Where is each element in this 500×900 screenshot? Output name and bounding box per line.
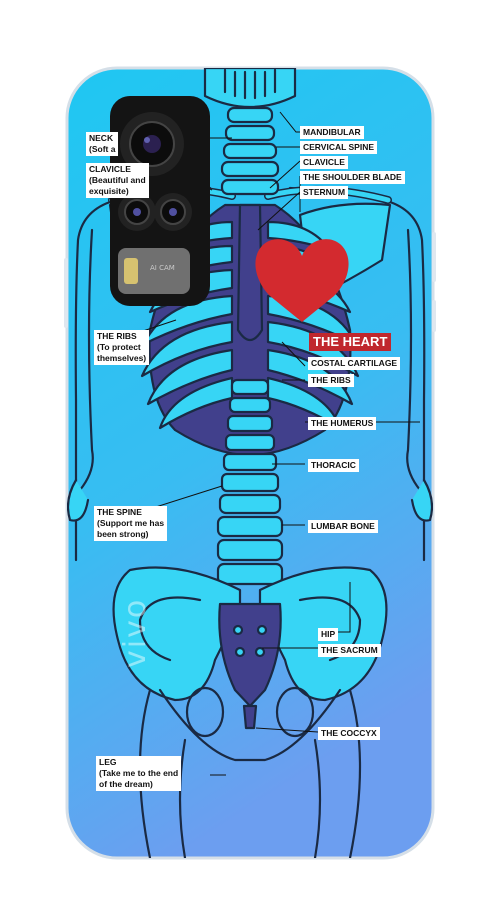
skull-base [203, 68, 297, 109]
label-neck: NECK (Soft a [86, 132, 119, 156]
left-hand [67, 478, 90, 522]
right-hand [410, 478, 433, 522]
pubic-area [158, 688, 342, 762]
label-clavicle-left-note-1: (Beautiful and [89, 175, 146, 185]
left-obturator [185, 686, 225, 738]
left-iliac [112, 566, 242, 702]
label-leg-note-2: of the dream) [99, 779, 153, 789]
label-coccyx: THE COCCYX [318, 727, 380, 740]
label-clavicle-right: CLAVICLE [300, 156, 348, 169]
label-hip: HIP [318, 628, 339, 641]
vertebral-column [216, 378, 284, 586]
label-lumbar-bone: LUMBAR BONE [308, 520, 378, 533]
left-humerus [78, 228, 94, 492]
label-neck-title: NECK [89, 133, 114, 143]
label-ribs-right: THE RIBS [308, 374, 354, 387]
label-thoracic: THORACIC [308, 459, 359, 472]
camera-module [110, 96, 210, 306]
label-shoulder-blade: THE SHOULDER BLADE [300, 171, 405, 184]
label-spine-note-2: been strong) [97, 529, 149, 539]
left-iliac-inner [138, 596, 202, 662]
mandible-icon [223, 68, 277, 100]
label-ribs-left: THE RIBS (To protect themselves) [94, 330, 150, 365]
coccyx [242, 704, 258, 730]
label-humerus: THE HUMERUS [308, 417, 377, 430]
label-ribs-left-title: THE RIBS [97, 331, 137, 341]
label-leg-note-1: (Take me to the end [99, 768, 179, 778]
label-the-heart: THE HEART [309, 333, 392, 351]
heart-icon [255, 239, 349, 322]
right-humerus [406, 228, 422, 492]
label-sacrum: THE SACRUM [318, 644, 381, 657]
label-ribs-left-note-1: (To protect [97, 342, 141, 352]
brand-logo: vivo [118, 597, 153, 668]
label-mandibular: MANDIBULAR [300, 126, 364, 139]
cervical-spine [220, 106, 280, 196]
label-leg-title: LEG [99, 757, 117, 767]
camera-text: AI CAM [150, 264, 175, 272]
label-clavicle-left-note-2: exquisite) [89, 186, 129, 196]
right-femur-inner [313, 738, 322, 858]
right-femur [348, 688, 362, 858]
label-sternum: STERNUM [300, 186, 349, 199]
label-spine-title: THE SPINE [97, 507, 142, 517]
label-ribs-left-note-2: themselves) [97, 353, 147, 363]
sacral-foramen [256, 624, 268, 636]
sternum [236, 203, 264, 342]
sacral-foramen [234, 646, 246, 658]
side-button [432, 232, 436, 282]
label-leg: LEG (Take me to the end of the dream) [96, 756, 182, 791]
sacral-foramen [232, 624, 244, 636]
left-femur-inner [178, 738, 187, 858]
side-button [432, 300, 436, 332]
label-spine: THE SPINE (Support me has been strong) [94, 506, 168, 541]
flash-icon [124, 258, 138, 284]
label-spine-note-1: (Support me has [97, 518, 165, 528]
label-costal-cartilage: COSTAL CARTILAGE [308, 357, 401, 370]
sacral-foramen [254, 646, 266, 658]
label-clavicle-left-title: CLAVICLE [89, 164, 131, 174]
label-neck-note: (Soft a [89, 144, 116, 154]
label-clavicle-left: CLAVICLE (Beautiful and exquisite) [86, 163, 149, 198]
side-button [64, 258, 68, 328]
label-cervical-spine: CERVICAL SPINE [300, 141, 378, 154]
right-obturator [275, 686, 315, 738]
